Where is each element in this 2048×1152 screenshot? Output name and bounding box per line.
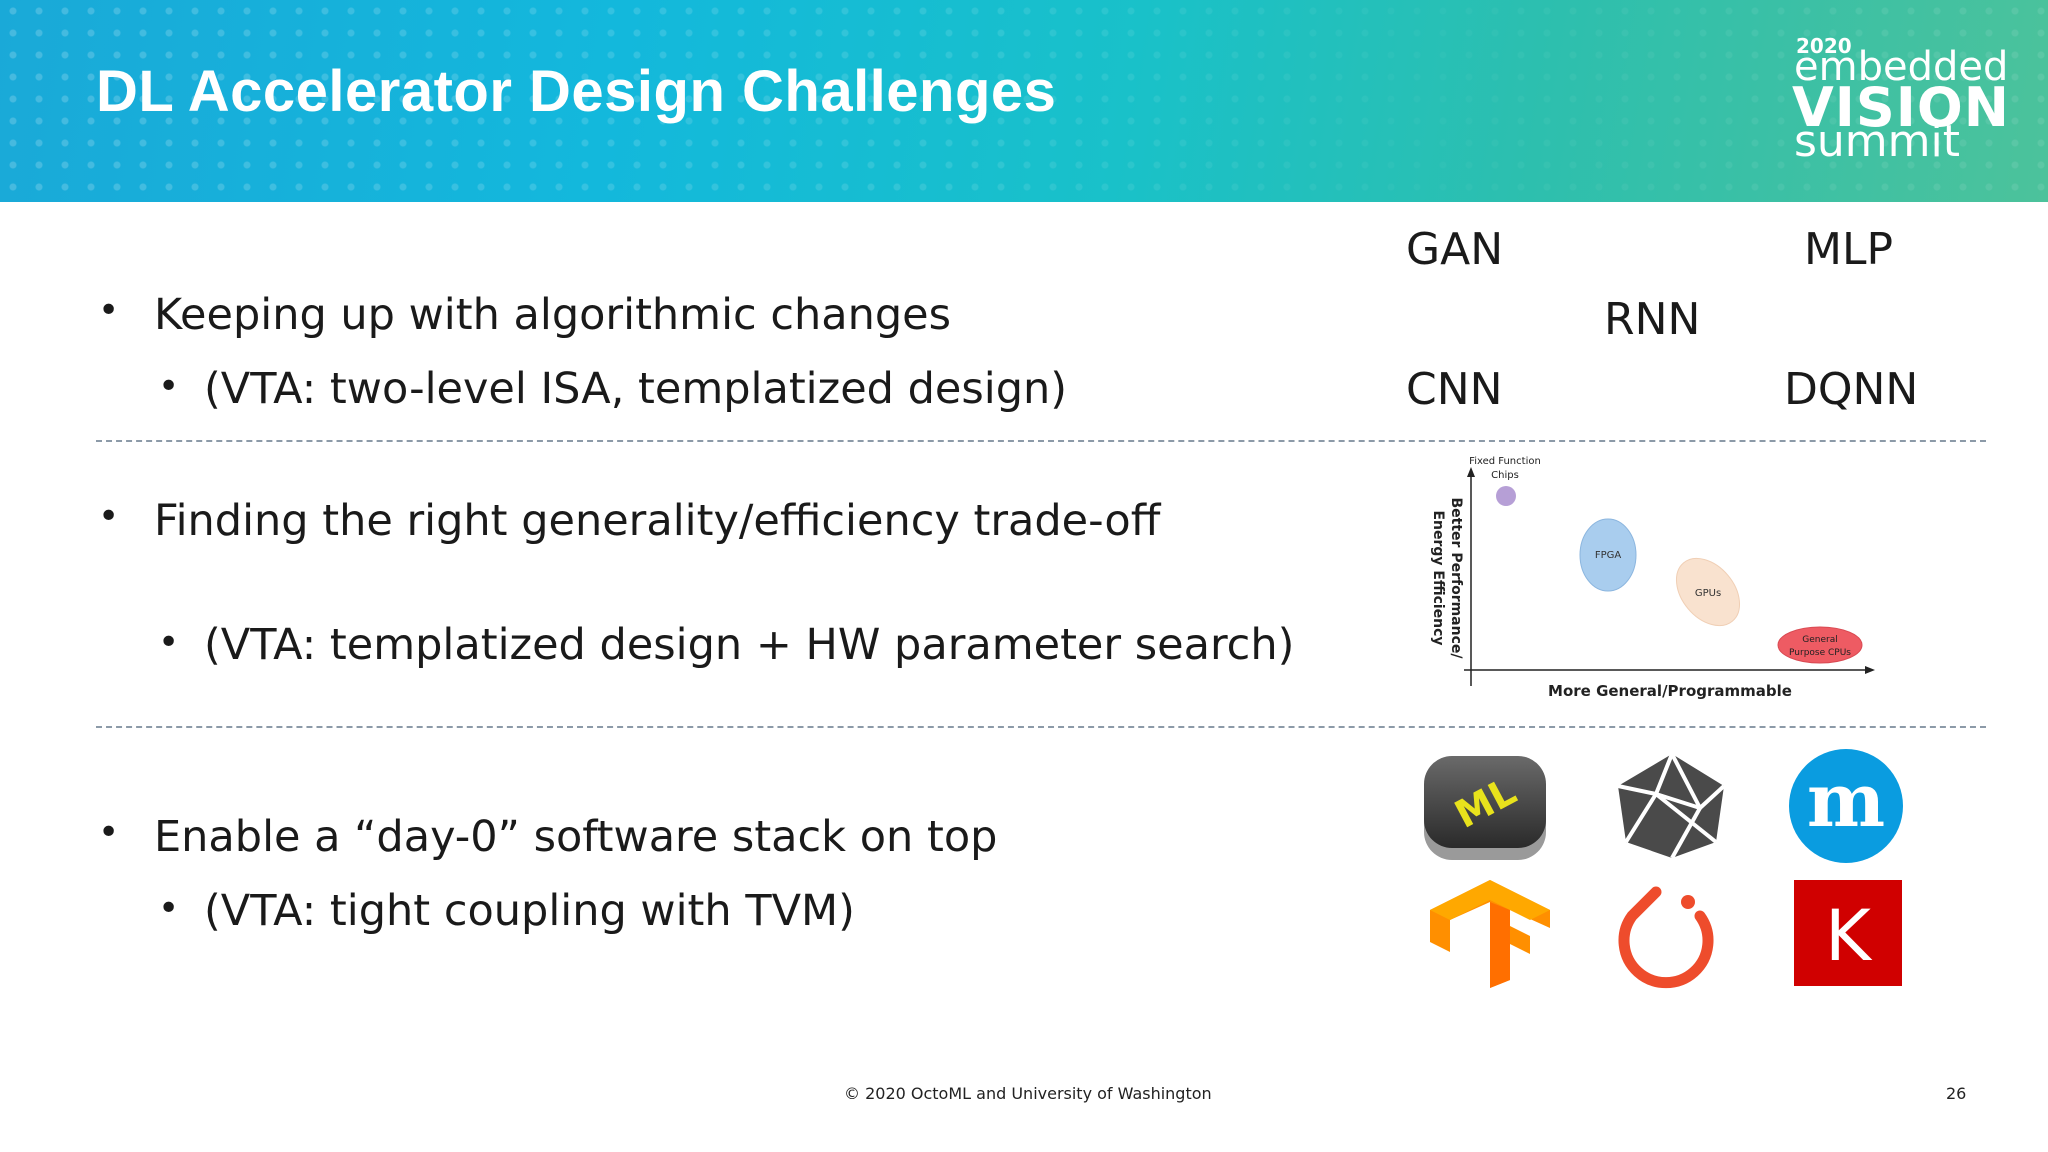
y-axis-label-2: Energy Efficiency [1430, 510, 1446, 645]
bullet-3-text: Enable a “day-0” software stack on top [154, 812, 998, 862]
coreml-icon: ML [1424, 756, 1546, 860]
page-number: 26 [1946, 1084, 1967, 1103]
mxnet-icon [1617, 753, 1726, 859]
bullet-dot: • [98, 812, 120, 853]
logo-line2: VISION [1792, 76, 2010, 139]
y-axis-label-1: Better Performance/ [1448, 497, 1464, 659]
header-pattern [0, 0, 2048, 202]
keras-icon: K [1794, 880, 1902, 986]
fixed-function-label-2: Chips [1491, 470, 1519, 481]
fpga-point [1579, 518, 1637, 592]
footer-copyright: © 2020 OctoML and University of Washingt… [844, 1084, 1212, 1103]
bullet-3-sub-text: (VTA: tight coupling with TVM) [204, 886, 855, 936]
slide-title: DL Accelerator Design Challenges [96, 59, 1057, 124]
bullet-2-sub-text: (VTA: templatized design + HW parameter … [204, 620, 1295, 670]
fpga-label: FPGA [1595, 550, 1622, 561]
bullet-dot: • [158, 622, 180, 663]
algo-cnn: CNN [1406, 364, 1503, 415]
bullet-1-text: Keeping up with algorithmic changes [154, 290, 951, 340]
bullet-2-text: Finding the right generality/efficiency … [154, 496, 1161, 546]
bullet-dot: • [98, 496, 120, 537]
generality-efficiency-diagram: Fixed Function Chips FPGA GPUs General P… [1430, 456, 1875, 700]
algo-gan: GAN [1406, 224, 1504, 275]
fixed-function-point [1496, 486, 1516, 506]
bullet-1-sub-text: (VTA: two-level ISA, templatized design) [204, 364, 1068, 414]
bullet-dot: • [98, 290, 120, 331]
cpus-label-1: General [1802, 635, 1837, 645]
bullet-dot: • [158, 366, 180, 407]
x-axis-arrow [1865, 666, 1875, 674]
keras-letter: K [1825, 895, 1873, 977]
slide-header: DL Accelerator Design Challenges 2020 em… [0, 0, 2048, 202]
x-axis-label: More General/Programmable [1548, 682, 1792, 700]
algo-rnn: RNN [1604, 294, 1701, 345]
summit-logo: 2020 embedded VISION summit [1790, 34, 2010, 167]
separator-1 [96, 440, 1986, 442]
gpus-point [1675, 557, 1741, 627]
bullet-dot: • [158, 888, 180, 929]
logo-line3: summit [1794, 116, 1961, 167]
logo-line1: embedded [1794, 44, 2009, 90]
separator-2 [96, 726, 1986, 728]
y-axis-arrow [1467, 467, 1475, 477]
tensorflow-icon [1430, 880, 1550, 988]
mobile-m-icon: m [1789, 749, 1903, 863]
algo-mlp: MLP [1804, 224, 1894, 275]
cpus-label-2: Purpose CPUs [1789, 648, 1851, 658]
logo-year: 2020 [1796, 34, 1852, 58]
fixed-function-label-1: Fixed Function [1469, 456, 1541, 467]
pytorch-icon [1618, 886, 1714, 989]
algo-dqnn: DQNN [1784, 364, 1919, 415]
cpus-point [1777, 626, 1863, 664]
gpus-label: GPUs [1695, 588, 1721, 599]
m-letter: m [1807, 758, 1885, 844]
